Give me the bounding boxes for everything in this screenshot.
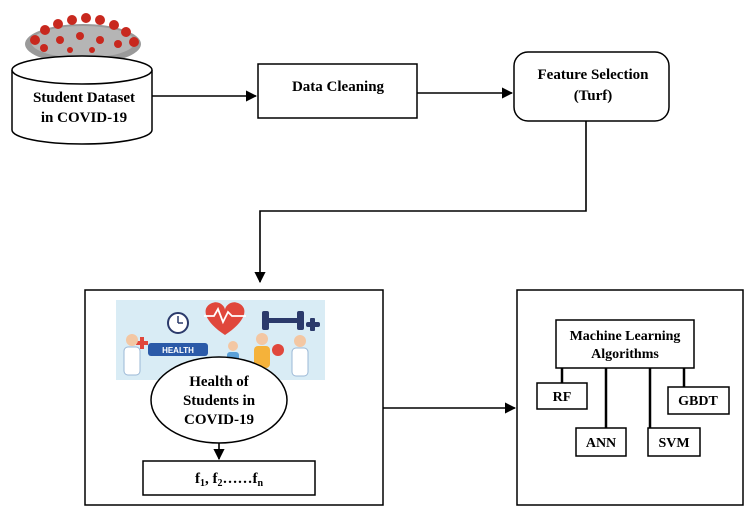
- data-cleaning-label: Data Cleaning: [292, 79, 385, 95]
- features-node: f1, f2……fn: [142, 460, 316, 496]
- coronavirus-icon: [25, 13, 141, 64]
- heart-pulse-icon: [204, 302, 246, 335]
- algorithm-gbdt-label: GBDT: [678, 394, 718, 409]
- algorithm-svm-node: SVM: [647, 427, 701, 457]
- algorithm-svm-label: SVM: [658, 436, 689, 451]
- people-figures: [123, 333, 309, 377]
- health-label-line3: COVID-19: [184, 412, 254, 428]
- health-label-line1: Health of: [189, 374, 250, 390]
- health-label-line2: Students in: [183, 393, 256, 409]
- health-of-students-node: Health of Students in COVID-19: [150, 356, 288, 444]
- algorithm-rf-label: RF: [553, 390, 572, 405]
- health-banner-text: HEALTH: [162, 346, 194, 355]
- dumbbell-icon: [262, 311, 320, 331]
- arrow-feature-to-health: [254, 121, 587, 284]
- algorithm-gbdt-node: GBDT: [667, 386, 730, 415]
- algorithm-ann-label: ANN: [586, 436, 616, 451]
- ml-algorithms-node: Machine Learning Algorithms: [555, 319, 695, 369]
- dataset-label-line1: Student Dataset: [33, 90, 135, 106]
- ml-connectors: [560, 368, 686, 428]
- ml-label-line2: Algorithms: [591, 347, 659, 362]
- student-dataset-node: Student Dataset in COVID-19: [11, 55, 153, 145]
- algorithm-rf-node: RF: [536, 382, 588, 410]
- ml-label-line1: Machine Learning: [570, 329, 681, 344]
- feature-selection-label-line2: (Turf): [574, 88, 613, 104]
- health-banner: HEALTH: [136, 337, 208, 356]
- health-illustration: HEALTH: [116, 300, 325, 380]
- features-label: f1, f2……fn: [195, 471, 264, 489]
- dataset-label-line2: in COVID-19: [41, 110, 127, 126]
- algorithm-ann-node: ANN: [575, 427, 627, 457]
- feature-selection-node: Feature Selection (Turf): [513, 51, 670, 122]
- clock-icon: [167, 312, 189, 334]
- data-cleaning-node: Data Cleaning: [257, 63, 418, 119]
- feature-selection-label-line1: Feature Selection: [538, 67, 650, 83]
